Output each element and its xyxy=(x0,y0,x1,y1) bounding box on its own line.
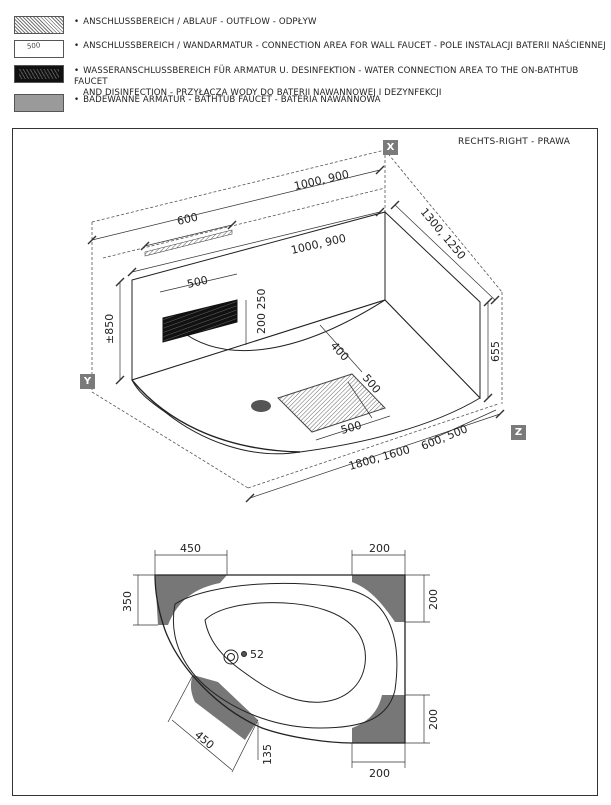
water-connection-area xyxy=(162,299,238,343)
zone-top-right xyxy=(352,575,405,622)
front-apron-curve xyxy=(131,379,301,453)
legend-row-outflow: •ANSCHLUSSBEREICH / ABLAUF - OUTFLOW - O… xyxy=(14,16,317,38)
plan-dim-drain: 52 xyxy=(250,648,264,661)
grey-swatch xyxy=(14,94,64,112)
overflow-hole xyxy=(241,651,247,657)
tub-outline xyxy=(154,574,406,744)
plan-dim-top-right: 200 xyxy=(369,542,390,555)
isometric-view: 1000, 900 600 1000, 900 1300, 1250 ±850 … xyxy=(87,149,505,503)
dim-width-top: 1000, 900 xyxy=(293,168,350,193)
plan-view: 450 200 350 200 200 200 450 135 52 xyxy=(121,542,440,780)
bullet: • xyxy=(74,95,80,105)
dim-drain-c: 500 xyxy=(339,419,363,437)
tub-top-face xyxy=(131,299,481,455)
zone-top-left xyxy=(155,575,227,625)
plan-dim-top-left: 450 xyxy=(180,542,201,555)
plan-dim-bottom-right: 200 xyxy=(369,767,390,780)
basin-curve xyxy=(179,299,386,351)
plan-dim-left-side: 350 xyxy=(121,591,134,612)
legend-text-outflow: ANSCHLUSSBEREICH / ABLAUF - OUTFLOW - OD… xyxy=(83,17,317,27)
legend-text-bathtub-faucet: BADEWANNE ARMATUR - BATHTUB FAUCET - BAT… xyxy=(83,95,381,105)
legend-row-bathtub-faucet: •BADEWANNE ARMATUR - BATHTUB FAUCET - BA… xyxy=(14,94,381,116)
side-label: RECHTS-RIGHT - PRAWA xyxy=(458,137,571,147)
plan-dim-diag-135: 135 xyxy=(261,744,274,765)
plan-dim-right-top: 200 xyxy=(427,589,440,610)
drain-hole xyxy=(251,400,271,412)
bullet: • xyxy=(74,17,80,27)
outflow-area xyxy=(277,373,386,433)
dim-connection-height: 200 250 xyxy=(255,289,268,335)
tub-basin xyxy=(204,602,366,703)
legend-row-wall-faucet: 500 •ANSCHLUSSBEREICH / WANDARMATUR - CO… xyxy=(14,40,606,62)
black-swatch xyxy=(14,65,64,83)
wall-faucet-bar xyxy=(144,229,233,257)
plan-dim-right-bottom: 200 xyxy=(427,709,440,730)
dim-connection-width: 500 xyxy=(186,274,209,291)
zone-bottom-right xyxy=(352,695,405,743)
dimension-ticks xyxy=(87,165,505,503)
dimension-lines xyxy=(91,169,501,499)
dim-faucet-length: 600 xyxy=(176,211,199,228)
bullet: • xyxy=(74,41,80,51)
dim-height-left: ±850 xyxy=(103,314,116,344)
plan-drain-inner xyxy=(227,653,235,661)
hatched-swatch xyxy=(14,16,64,34)
legend-row-water-connection: •WASSERANSCHLUSSBEREICH FÜR ARMATUR U. D… xyxy=(14,65,611,98)
dim-height-right: 655 xyxy=(489,341,502,362)
dim-front-short: 600, 500 xyxy=(419,422,469,452)
wall-faucet-swatch: 500 xyxy=(14,40,64,58)
drawing-frame xyxy=(12,128,598,796)
plan-dim-diag-450: 450 xyxy=(192,728,216,751)
legend-text-water-connection: WASSERANSCHLUSSBEREICH FÜR ARMATUR U. DE… xyxy=(74,66,579,87)
dim-length-front: 1800, 1600 xyxy=(347,443,411,473)
axis-y-label: Y xyxy=(80,374,95,389)
axis-z-label: Z xyxy=(511,425,526,440)
axis-x-label: X xyxy=(383,140,398,155)
plan-dimension-lines xyxy=(133,550,430,773)
legend-text-wall-faucet: ANSCHLUSSBEREICH / WANDARMATUR - CONNECT… xyxy=(83,41,606,51)
plan-drain xyxy=(223,649,239,665)
legend-text-water-connection-2: AND DISINFECTION - PRZYŁĄCZA WODY DO BAT… xyxy=(83,88,442,98)
tub-rim xyxy=(172,582,398,729)
bullet: • xyxy=(74,66,80,76)
